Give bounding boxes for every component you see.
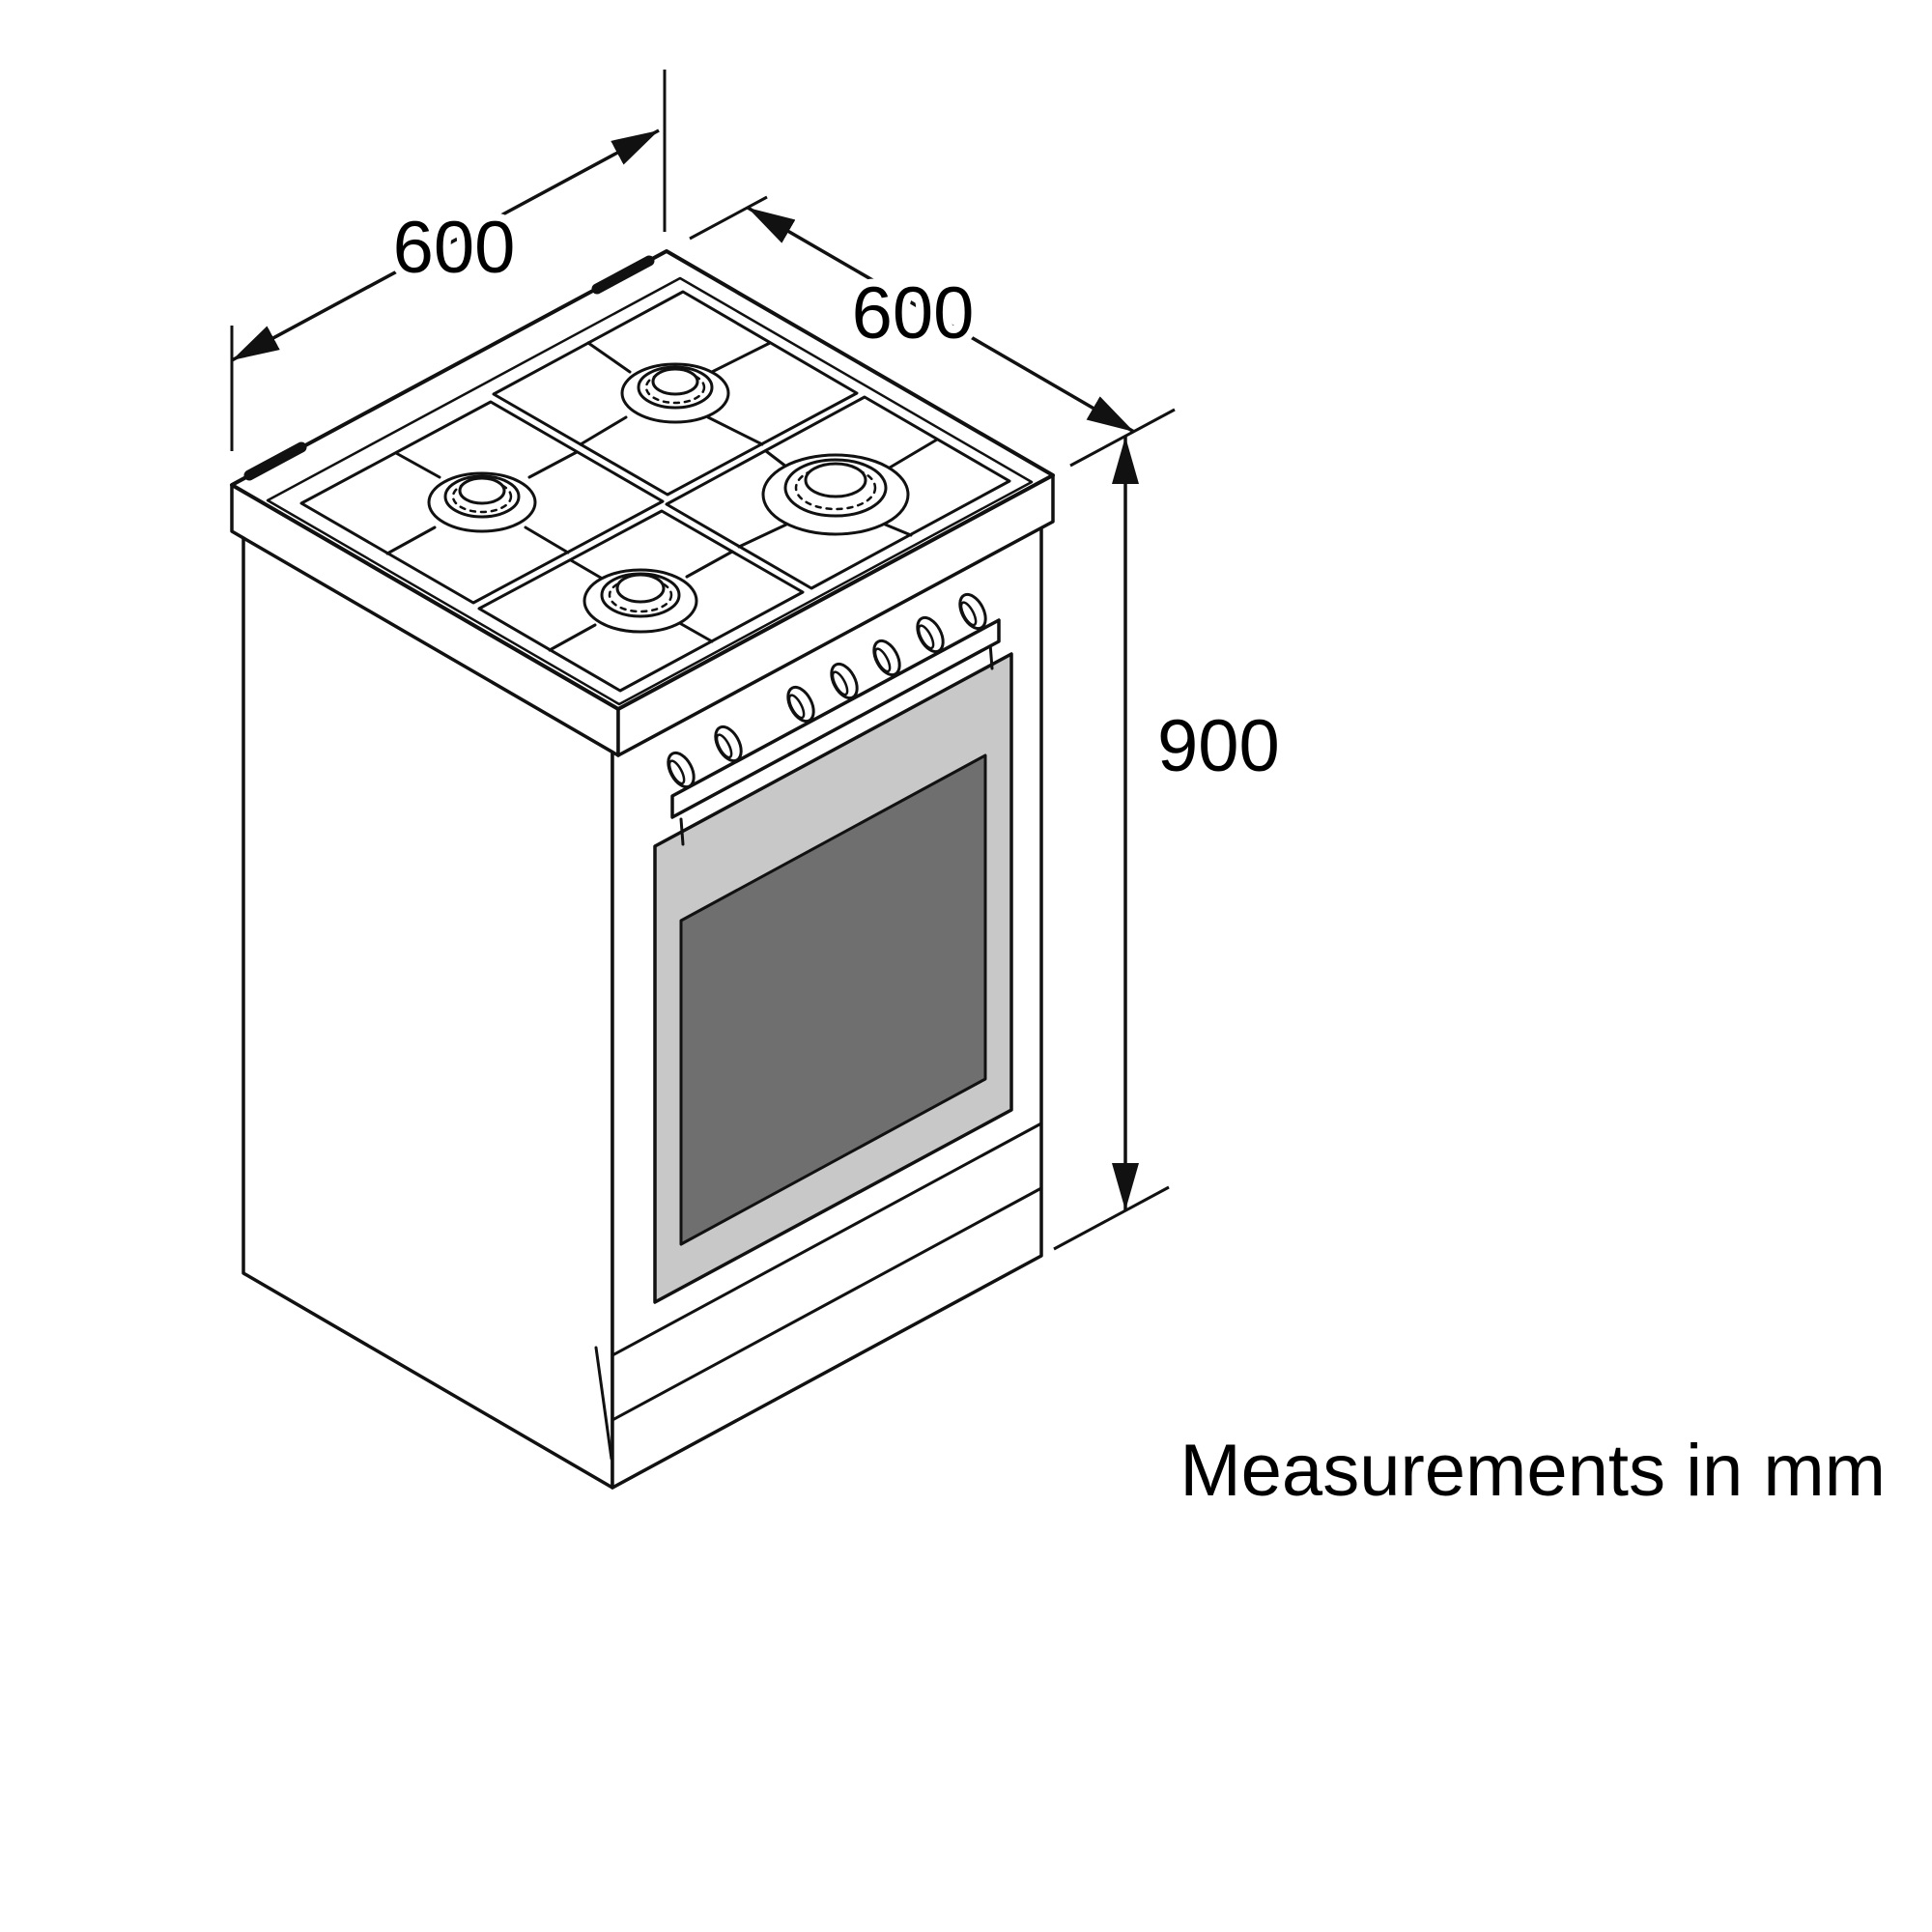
burner-cap	[458, 476, 506, 505]
grate-fingers-back	[579, 341, 772, 446]
burner-cap	[651, 367, 699, 396]
grate-frame-left	[299, 400, 665, 605]
burner-ports	[794, 465, 877, 511]
knob-side	[959, 601, 978, 627]
knob-side	[787, 694, 806, 720]
control-knob-3	[786, 685, 815, 724]
gas-burners	[427, 362, 910, 634]
drawer-bottom-line	[611, 1186, 1043, 1422]
edge-trim-left	[243, 441, 307, 481]
extension-line-height-bottom	[1053, 1185, 1170, 1251]
oven-door	[653, 618, 1013, 1304]
burner-cap	[804, 462, 867, 498]
extension-line-width-left	[689, 195, 768, 241]
burner-right-large	[761, 453, 910, 536]
measurements-unit-note: Measurements in mm	[1179, 1430, 1886, 1512]
dimension-line-width	[747, 206, 1135, 434]
grate-frame-front	[477, 509, 805, 693]
knob-side	[873, 647, 892, 673]
burner-front	[582, 568, 698, 634]
knob-side	[668, 759, 686, 785]
plinth-recess-line	[594, 1346, 613, 1461]
grate-fingers-front	[548, 550, 734, 652]
burner-left	[427, 471, 537, 533]
height-dimension-label: 900	[1157, 705, 1280, 787]
storage-drawer	[611, 1122, 1043, 1422]
oven-door-glass	[679, 753, 987, 1246]
drawer-top-line	[611, 1122, 1043, 1357]
oven-door-handle	[670, 618, 1001, 819]
depth-dimension-label: 600	[393, 207, 516, 289]
knob-side	[917, 624, 935, 650]
grate-frame-right	[665, 395, 1011, 590]
width-dimension-label: 600	[852, 272, 975, 355]
grate-fingers-left	[385, 450, 579, 555]
dimension-annotations: 600 600 900	[230, 70, 1288, 1251]
burner-back	[620, 362, 730, 424]
burner-cap	[615, 573, 666, 604]
handle-mount-left	[679, 817, 685, 846]
burner-ports	[608, 577, 673, 613]
knob-side	[715, 733, 733, 759]
dimension-line-depth	[231, 128, 660, 362]
pan-support-grates	[299, 290, 1011, 693]
knob-side	[831, 670, 849, 696]
grate-fingers-right	[737, 438, 939, 549]
